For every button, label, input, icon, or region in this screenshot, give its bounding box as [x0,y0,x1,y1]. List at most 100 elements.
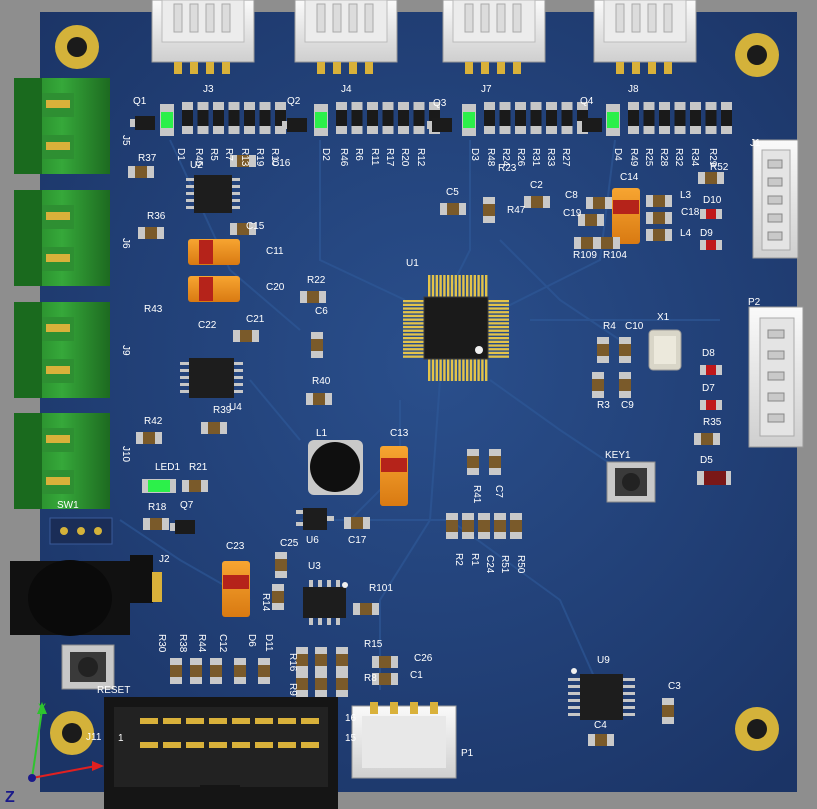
connector-label: J1 [750,138,761,149]
chip-led [700,365,722,375]
status-led [314,104,328,136]
top-connector-j4[interactable] [294,0,398,74]
silk-label: Q2 [287,96,301,107]
transistor-q2 [282,118,307,132]
status-led [606,104,620,136]
silk-label: R109 [573,250,597,261]
silk-label: R3 [597,400,610,411]
chip-passive [662,698,674,724]
silk-label: R39 [213,405,232,416]
chip-passive [230,223,256,235]
terminal-block-j9[interactable] [14,302,110,398]
silk-label-vertical: R33 [545,148,556,167]
ic-u2[interactable] [186,175,240,213]
top-connector-j3[interactable] [151,0,255,74]
silk-label: R15 [364,639,383,650]
ic-u3[interactable] [303,580,348,625]
chip-passive [344,517,370,529]
silk-label-vertical: R25 [643,148,654,167]
silk-label: 15 [345,733,357,744]
passive-components [128,155,731,746]
silk-label-vertical: R9 [287,683,298,696]
silk-label-vertical: R20 [399,148,410,167]
silk-label-vertical: R48 [485,148,496,167]
top-connectors[interactable] [151,0,697,74]
silk-label: R8 [364,673,377,684]
connector-j1[interactable] [752,139,799,259]
chip-passive [574,237,600,249]
diode-d5 [697,471,731,485]
chip-passive [462,513,474,539]
silk-label: R52 [710,162,729,173]
chip-passive [372,673,398,685]
status-led [462,104,476,136]
ic-u9[interactable] [568,668,635,720]
mcu-u1[interactable] [403,275,509,381]
silk-label: C2 [530,180,543,191]
silk-label-vertical: D1 [175,148,186,161]
resistor-chip [182,102,193,134]
silk-label: C15 [246,221,265,232]
silk-label-vertical: R34 [689,148,700,167]
chip-passive [190,658,202,684]
connector-p2[interactable] [748,306,804,448]
silk-label: 16 [345,713,357,724]
switch-sw1[interactable] [49,517,113,545]
chip-passive [494,513,506,539]
silk-label-vertical: R14 [260,593,271,612]
reset-button[interactable] [61,644,115,690]
chip-passive [578,214,604,226]
ic-u4[interactable] [180,358,243,398]
silk-label: C20 [266,282,285,293]
silk-label: C14 [620,172,639,183]
connector-p1[interactable] [351,702,457,779]
silk-label-vertical: R29 [707,148,718,167]
dc-jack-j2[interactable] [10,555,162,636]
silk-label: Q4 [580,96,594,107]
key1-button[interactable] [606,461,656,503]
silk-label: C5 [446,187,459,198]
silk-label-vertical: R13 [239,148,250,167]
terminal-block-j5[interactable] [14,78,110,174]
chip-passive [353,603,379,615]
silk-label-vertical: R16 [287,653,298,672]
silk-label: R43 [144,304,163,315]
silk-label: U2 [190,160,203,171]
resistor-chip [561,102,573,134]
silk-label: X1 [657,312,670,323]
silk-label: U9 [597,655,610,666]
silk-label: C1 [410,670,423,681]
silk-label: U4 [229,402,242,413]
silk-label-vertical: R2 [453,553,464,566]
resistor-chip [721,102,732,134]
silk-label-vertical: D4 [612,148,623,161]
silk-label-vertical: R11 [369,148,380,166]
cap-c23 [222,561,250,617]
chip-led [700,400,722,410]
terminal-block-j10[interactable] [14,413,110,509]
silk-label-vertical: R5 [208,148,219,161]
silk-label: R22 [307,275,326,286]
box-header-j11[interactable] [104,697,338,809]
terminal-block-j6[interactable] [14,190,110,286]
top-connector-j8[interactable] [593,0,697,74]
chip-passive [296,671,308,697]
silk-label: LED1 [155,462,180,473]
silk-label-vertical: R51 [499,555,510,574]
silk-label: C26 [414,653,433,664]
silk-label: C21 [246,314,265,325]
chip-passive [440,203,466,215]
chip-passive [586,197,612,209]
silk-label: 1 [118,733,124,744]
mounting-hole-bottom-right [735,707,779,751]
silk-label: U3 [308,561,321,572]
silk-label-vertical: D6 [246,634,257,647]
silk-label: R23 [498,163,517,174]
left-terminal-blocks[interactable] [14,78,110,509]
silk-label: R42 [144,416,163,427]
silk-label-vertical: D2 [320,148,331,161]
resistor-chip [546,102,557,134]
top-connector-j7[interactable] [442,0,546,74]
